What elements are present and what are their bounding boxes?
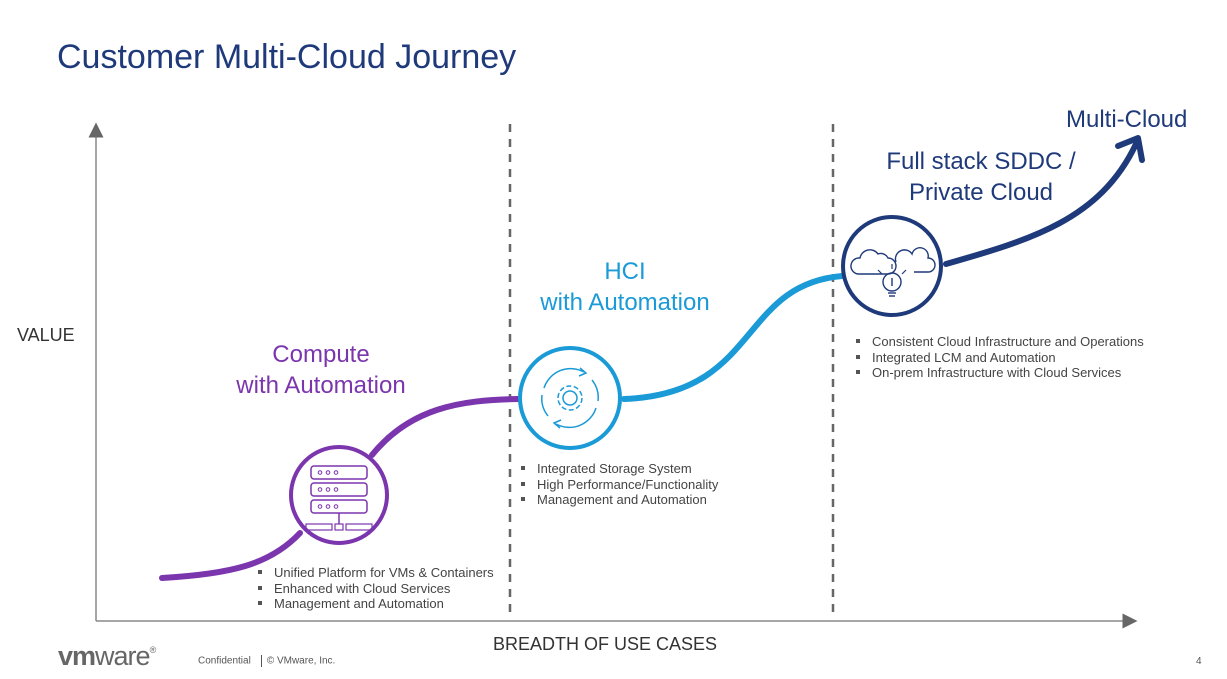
stage-title-sddc: Full stack SDDC / Private Cloud — [866, 146, 1096, 208]
journey-curve-compute — [159, 530, 303, 581]
cloud-lightbulb-icon — [841, 215, 943, 317]
journey-curve-compute-upper — [369, 396, 521, 458]
arrow-head-icon — [1115, 135, 1145, 163]
stage-bullets-sddc: Consistent Cloud Infrastructure and Oper… — [855, 334, 1144, 381]
list-item: Integrated Storage System — [520, 461, 718, 477]
list-item: Management and Automation — [257, 596, 494, 612]
copyright-label: © VMware, Inc. — [266, 655, 336, 667]
list-item: On-prem Infrastructure with Cloud Servic… — [855, 365, 1144, 381]
slide-title: Customer Multi-Cloud Journey — [57, 38, 517, 76]
destination-label: Multi-Cloud — [1066, 106, 1188, 133]
list-item: Enhanced with Cloud Services — [257, 581, 494, 597]
stage-title-line: Private Cloud — [908, 179, 1054, 206]
list-item: High Performance/Functionality — [520, 477, 718, 493]
stage-title-hci: HCI with Automation — [514, 256, 736, 318]
logo-regular: ware — [95, 641, 151, 671]
server-rack-icon — [289, 445, 389, 545]
stage-title-line: with Automation — [236, 372, 406, 399]
page-number: 4 — [1196, 656, 1202, 667]
journey-curve-hci — [621, 273, 845, 402]
stage-title-line: Compute — [272, 341, 370, 368]
footer-separator — [260, 655, 262, 667]
y-axis-label: VALUE — [17, 325, 75, 345]
confidential-label: Confidential — [198, 655, 251, 667]
stage-bullets-hci: Integrated Storage System High Performan… — [520, 461, 718, 508]
gear-cycle-icon — [518, 346, 622, 450]
footer-text: Confidential © VMware, Inc. — [198, 655, 335, 667]
stage-title-compute: Compute with Automation — [212, 339, 430, 401]
logo-mark: ® — [149, 645, 157, 655]
stage-title-line: HCI — [604, 258, 646, 285]
list-item: Consistent Cloud Infrastructure and Oper… — [855, 334, 1144, 350]
journey-curve-sddc — [943, 141, 1139, 267]
stage-title-line: Full stack SDDC / — [886, 148, 1076, 175]
stage-bullets-compute: Unified Platform for VMs & Containers En… — [257, 565, 494, 612]
list-item: Integrated LCM and Automation — [855, 350, 1144, 366]
logo-bold: vm — [58, 641, 96, 671]
list-item: Unified Platform for VMs & Containers — [257, 565, 494, 581]
list-item: Management and Automation — [520, 492, 718, 508]
stage-title-line: with Automation — [540, 289, 710, 316]
vmware-logo: vmware® — [58, 641, 156, 672]
x-axis-label: BREADTH OF USE CASES — [493, 634, 718, 654]
